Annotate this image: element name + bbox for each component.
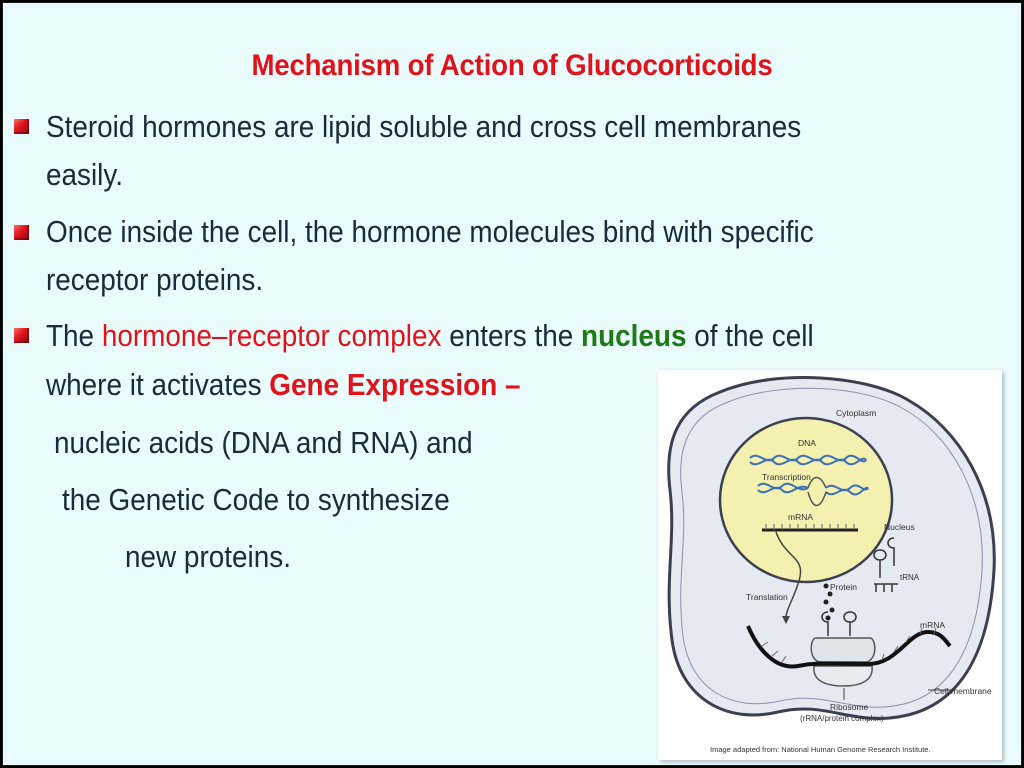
gene-expression-highlight: Gene Expression – [269, 367, 521, 402]
bullet-marker-icon [14, 119, 29, 134]
translation-arrowhead [782, 616, 790, 624]
bullet-marker-icon [14, 225, 29, 240]
ribosome-shape [810, 637, 876, 663]
trna-icon [821, 611, 857, 636]
mrna-strand-cytoplasm [746, 625, 952, 669]
figure-credit: Image adapted from: National Human Genom… [710, 745, 931, 754]
bullet-3-text: of the cell [686, 318, 814, 353]
bullet-3-line-2: where it activates Gene Expression – [46, 369, 521, 400]
mrna-cytoplasm-bases [761, 627, 937, 663]
label-cytoplasm: Cytoplasm [836, 408, 876, 418]
hormone-receptor-complex-highlight: hormone–receptor complex [101, 318, 442, 353]
label-ribosome: Ribosome [830, 702, 869, 712]
bullet-2-line-1: Once inside the cell, the hormone molecu… [46, 214, 814, 249]
bullet-3-text: where it activates [46, 367, 270, 402]
bullet-3-line-1: The hormone–receptor complex enters the … [46, 320, 814, 351]
label-dna: DNA [798, 438, 816, 448]
cell-diagram: Cytoplasm DNA Transcription mRNA Nucleus… [667, 376, 996, 754]
bullet-3-line-4: the Genetic Code to synthesize [62, 482, 450, 517]
bullet-2-line-2: receptor proteins. [46, 262, 264, 297]
bullet-3-line-5: new proteins. [125, 539, 291, 574]
label-ribosome-sub: (rRNA/protein complex) [800, 714, 884, 723]
translation-arrow [775, 531, 802, 619]
label-mrna-cytoplasm: mRNA [920, 620, 945, 630]
dna-helix-icon [749, 454, 869, 496]
label-translation: Translation [746, 592, 788, 602]
nucleus-highlight: nucleus [581, 318, 687, 353]
transcription-bubble [807, 491, 827, 507]
mrna-bases [765, 524, 855, 530]
bullet-marker-icon [14, 328, 29, 343]
label-protein: Protein [830, 582, 857, 592]
cell-membrane-inner-line [680, 387, 983, 708]
ribosome-lower [813, 665, 873, 687]
bullet-3-line-3: nucleic acids (DNA and RNA) and [54, 425, 473, 460]
protein-chain-icon [823, 583, 835, 621]
label-trna: tRNA [900, 573, 920, 582]
bullet-1-line-2: easily. [46, 157, 124, 192]
bullet-1-line-1: Steroid hormones are lipid soluble and c… [46, 109, 802, 144]
transcription-bubble [807, 476, 827, 489]
label-cell-membrane: Cell membrane [934, 686, 992, 696]
cell-diagram-figure: Cytoplasm DNA Transcription mRNA Nucleus… [658, 370, 1002, 760]
slide-title: Mechanism of Action of Glucocorticoids [251, 49, 773, 82]
label-transcription: Transcription [762, 472, 811, 482]
label-nucleus: Nucleus [884, 522, 915, 532]
label-mrna-nucleus: mRNA [788, 512, 813, 522]
bullet-3-text: The [46, 318, 102, 353]
trna-icon [873, 537, 898, 592]
bullet-3-text: enters the [441, 318, 582, 353]
